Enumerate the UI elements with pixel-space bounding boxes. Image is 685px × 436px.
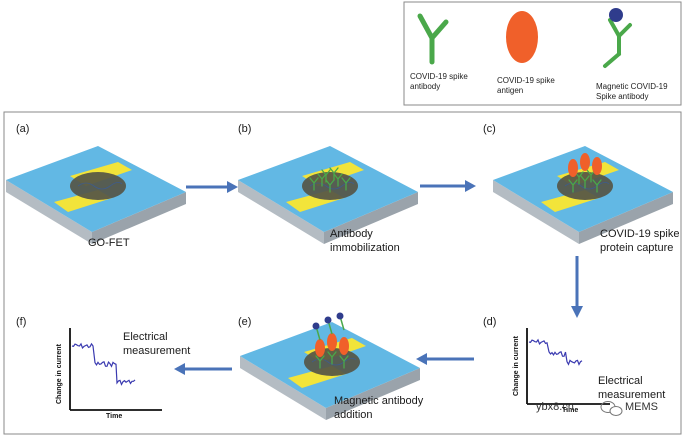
process-arrows [174, 180, 583, 375]
caption-f-line1: Electrical [123, 331, 168, 343]
panel-letter-c: (c) [483, 123, 496, 135]
caption-b-line1: Antibody [330, 228, 373, 240]
captured-antigen [592, 157, 602, 175]
graph-f-xlabel: Time [106, 413, 123, 420]
bound-antibody [339, 355, 349, 369]
caption-d-line2: measurement [598, 389, 666, 401]
caption-c-line2: protein capture [600, 242, 674, 254]
graphene-channel [70, 172, 126, 200]
legend-box [403, 1, 682, 106]
substrate-side-right [326, 368, 420, 420]
bound-antibody [580, 175, 590, 189]
substrate-side-right [579, 192, 673, 244]
legend-label-antibody-line1: COVID-19 spike [410, 72, 468, 81]
substrate-side-left [238, 180, 324, 244]
graph-d-signal-trace [528, 338, 583, 366]
legend-label-antigen-line1: COVID-19 spike [497, 76, 555, 85]
caption-a: GO-FET [88, 236, 130, 250]
substrate-side-right [92, 192, 186, 244]
caption-d: Electrical measurement [598, 374, 665, 402]
graph-d-ylabel: Change in current [513, 336, 520, 396]
chip-a-go-fet [6, 146, 186, 244]
arrow-c-to-d [571, 256, 583, 318]
graphene-flake-lines [564, 182, 610, 190]
substrate-side-left [240, 356, 326, 420]
graphene-flake-lines [311, 358, 357, 366]
caption-c-line1: COVID-19 spike [600, 228, 680, 240]
graph-f [69, 328, 162, 411]
caption-e: Magnetic antibody addition [334, 394, 423, 422]
wechat-icon [600, 401, 623, 416]
bound-antibody [341, 177, 351, 191]
caption-b: Antibody immobilization [330, 227, 400, 255]
antigen-legend-icon [506, 11, 538, 63]
bound-antibody [309, 177, 319, 191]
caption-c: COVID-19 spike protein capture [600, 227, 679, 255]
graph-d [526, 328, 610, 405]
panel-letter-d: (d) [483, 316, 497, 328]
magnetic-antibody-legend-icon [603, 8, 632, 68]
watermark-left: ybx8.cn [536, 401, 574, 413]
bound-antibody [327, 351, 337, 365]
graphene-flake-lines [309, 182, 355, 190]
substrate-side-left [6, 180, 92, 244]
captured-antigen [327, 333, 337, 351]
magnetic-bead [324, 316, 332, 324]
chip-b-antibody-immobilization [238, 146, 418, 244]
caption-f-line2: measurement [123, 345, 191, 357]
panel-letter-f: (f) [16, 316, 27, 328]
bound-antibody [592, 179, 602, 193]
bound-antibody [325, 179, 335, 193]
graph-f-signal-trace [71, 342, 136, 386]
substrate-side-left [493, 180, 579, 244]
bound-antibody [315, 355, 325, 369]
arrow-d-to-e [416, 353, 474, 365]
captured-antigen [568, 159, 578, 177]
bound-antibody [568, 179, 578, 193]
watermark-right: MEMS [625, 401, 658, 413]
caption-e-line1: Magnetic antibody [334, 395, 424, 407]
antibody-legend-icon [417, 13, 449, 65]
captured-antigen [339, 337, 349, 355]
legend-label-magnetic-antibody: Magnetic COVID-19 Spike antibody [596, 82, 668, 102]
chip-c-spike-protein-capture [493, 146, 673, 244]
caption-d-line1: Electrical [598, 375, 643, 387]
panel-letter-b: (b) [238, 123, 252, 135]
legend-label-antigen: COVID-19 spike antigen [497, 76, 555, 96]
legend-label-magnetic-line1: Magnetic COVID-19 [596, 82, 668, 91]
arrow-a-to-b [186, 181, 238, 193]
bound-antibody [321, 169, 331, 183]
caption-f: Electrical measurement [123, 330, 190, 358]
bound-antibody [333, 173, 343, 187]
caption-a-line1: GO-FET [88, 237, 130, 249]
caption-b-line2: immobilization [330, 242, 400, 254]
graph-d-xlabel: Time [562, 407, 579, 414]
bound-antibody [329, 167, 339, 181]
legend-label-antigen-line2: antigen [497, 86, 524, 95]
captured-antigen [580, 153, 590, 171]
legend-label-antibody: COVID-19 spike antibody [410, 72, 468, 92]
chip-e-magnetic-antibody-addition [240, 312, 420, 420]
captured-antigen [315, 339, 325, 357]
graphene-flake-lines [77, 182, 123, 190]
magnetic-bead [312, 322, 320, 330]
graph-f-ylabel: Change in current [56, 344, 63, 404]
caption-e-line2: addition [334, 409, 373, 421]
panel-letter-e: (e) [238, 316, 252, 328]
arrow-e-to-f [174, 363, 232, 375]
legend-label-magnetic-line2: Spike antibody [596, 92, 649, 101]
arrow-b-to-c [420, 180, 476, 192]
legend-label-antibody-line2: antibody [410, 82, 441, 91]
panel-letter-a: (a) [16, 123, 30, 135]
substrate-side-right [324, 192, 418, 244]
magnetic-bead [336, 312, 344, 320]
